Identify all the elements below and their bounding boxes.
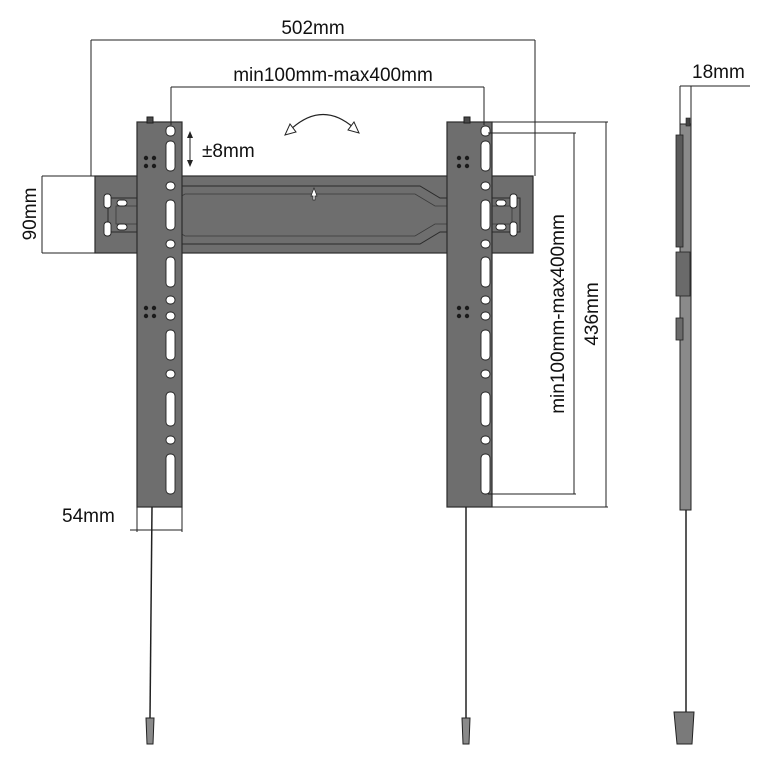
screw-hole bbox=[464, 163, 470, 169]
arm-slot bbox=[165, 453, 176, 495]
screw-hole bbox=[143, 155, 149, 161]
arm-slot bbox=[480, 140, 491, 172]
right-arm-tab bbox=[463, 116, 471, 124]
arm-hole bbox=[480, 125, 491, 137]
arm-hole bbox=[165, 435, 176, 445]
side-view-wall-plate bbox=[675, 134, 684, 248]
arm-slot bbox=[480, 391, 491, 427]
screw-hole bbox=[151, 155, 157, 161]
dim-adjust: ±8mm bbox=[187, 131, 255, 167]
screw-hole bbox=[143, 313, 149, 319]
arm-slot bbox=[165, 391, 176, 427]
arm-hole bbox=[165, 239, 176, 249]
right-cord-handle bbox=[461, 717, 471, 745]
bracket-height-label: 436mm bbox=[582, 282, 603, 345]
screw-hole bbox=[151, 305, 157, 311]
screw-hole bbox=[456, 155, 462, 161]
arm-hole bbox=[480, 369, 491, 379]
left-arm bbox=[136, 116, 183, 745]
arm-width-label: 54mm bbox=[62, 506, 115, 527]
screw-hole bbox=[456, 313, 462, 319]
left-pull-cord bbox=[149, 506, 153, 719]
arm-slot bbox=[480, 329, 491, 361]
wall-slot bbox=[116, 199, 128, 207]
adjust-label: ±8mm bbox=[202, 141, 255, 162]
rail-height-label: 90mm bbox=[20, 188, 41, 241]
arm-hole bbox=[165, 295, 176, 305]
arm-hole bbox=[480, 435, 491, 445]
screw-hole bbox=[151, 313, 157, 319]
arm-hole bbox=[480, 181, 491, 191]
dim-rail-height: 90mm bbox=[20, 175, 95, 254]
up-arrow-icon bbox=[310, 187, 318, 201]
arm-hole bbox=[165, 311, 176, 321]
side-view-tab bbox=[685, 117, 691, 127]
screw-hole bbox=[143, 305, 149, 311]
arm-slot bbox=[165, 329, 176, 361]
arm-slot bbox=[165, 199, 176, 231]
screw-hole bbox=[456, 305, 462, 311]
vesa-vertical-label: min100mm-max400mm bbox=[548, 214, 569, 414]
side-view: 18mm bbox=[673, 62, 750, 745]
total-width-label: 502mm bbox=[281, 18, 344, 39]
dim-total-width: 502mm bbox=[90, 18, 536, 176]
arm-slot bbox=[480, 453, 491, 495]
screw-hole bbox=[456, 163, 462, 169]
screw-hole bbox=[151, 163, 157, 169]
arm-hole bbox=[165, 369, 176, 379]
screw-hole bbox=[464, 305, 470, 311]
wall-slot bbox=[495, 199, 507, 207]
arm-slot bbox=[165, 256, 176, 288]
arm-hole bbox=[480, 239, 491, 249]
depth-label: 18mm bbox=[692, 62, 745, 83]
left-cord-handle bbox=[145, 717, 155, 745]
screw-hole bbox=[464, 313, 470, 319]
arm-hole bbox=[480, 311, 491, 321]
screw-hole bbox=[143, 163, 149, 169]
wall-slot bbox=[103, 193, 112, 209]
dim-vesa-horizontal: min100mm-max400mm bbox=[170, 65, 485, 125]
wall-slot bbox=[495, 223, 507, 231]
tilt-rotation-icon bbox=[284, 113, 360, 136]
side-view-latch bbox=[675, 251, 691, 297]
wall-slot bbox=[509, 193, 518, 209]
side-view-clip bbox=[675, 317, 684, 341]
arm-slot bbox=[165, 140, 176, 172]
wall-slot bbox=[116, 223, 128, 231]
arm-slot bbox=[480, 199, 491, 231]
screw-hole bbox=[464, 155, 470, 161]
right-arm bbox=[446, 116, 493, 745]
arm-hole bbox=[165, 125, 176, 137]
dim-vesa-vertical: min100mm-max400mm bbox=[488, 132, 576, 495]
arm-slot bbox=[480, 256, 491, 288]
dim-bracket-height: 436mm bbox=[492, 121, 608, 508]
left-arm-body bbox=[136, 121, 183, 508]
left-arm-tab bbox=[146, 116, 154, 124]
side-view-handle bbox=[673, 711, 695, 745]
vesa-horizontal-label: min100mm-max400mm bbox=[233, 65, 433, 86]
wall-slot bbox=[509, 221, 518, 237]
wall-plate-channel-inner bbox=[115, 193, 513, 237]
arm-hole bbox=[480, 295, 491, 305]
wall-slot bbox=[103, 221, 112, 237]
arm-hole bbox=[165, 181, 176, 191]
dim-arm-width: 54mm bbox=[62, 506, 183, 532]
